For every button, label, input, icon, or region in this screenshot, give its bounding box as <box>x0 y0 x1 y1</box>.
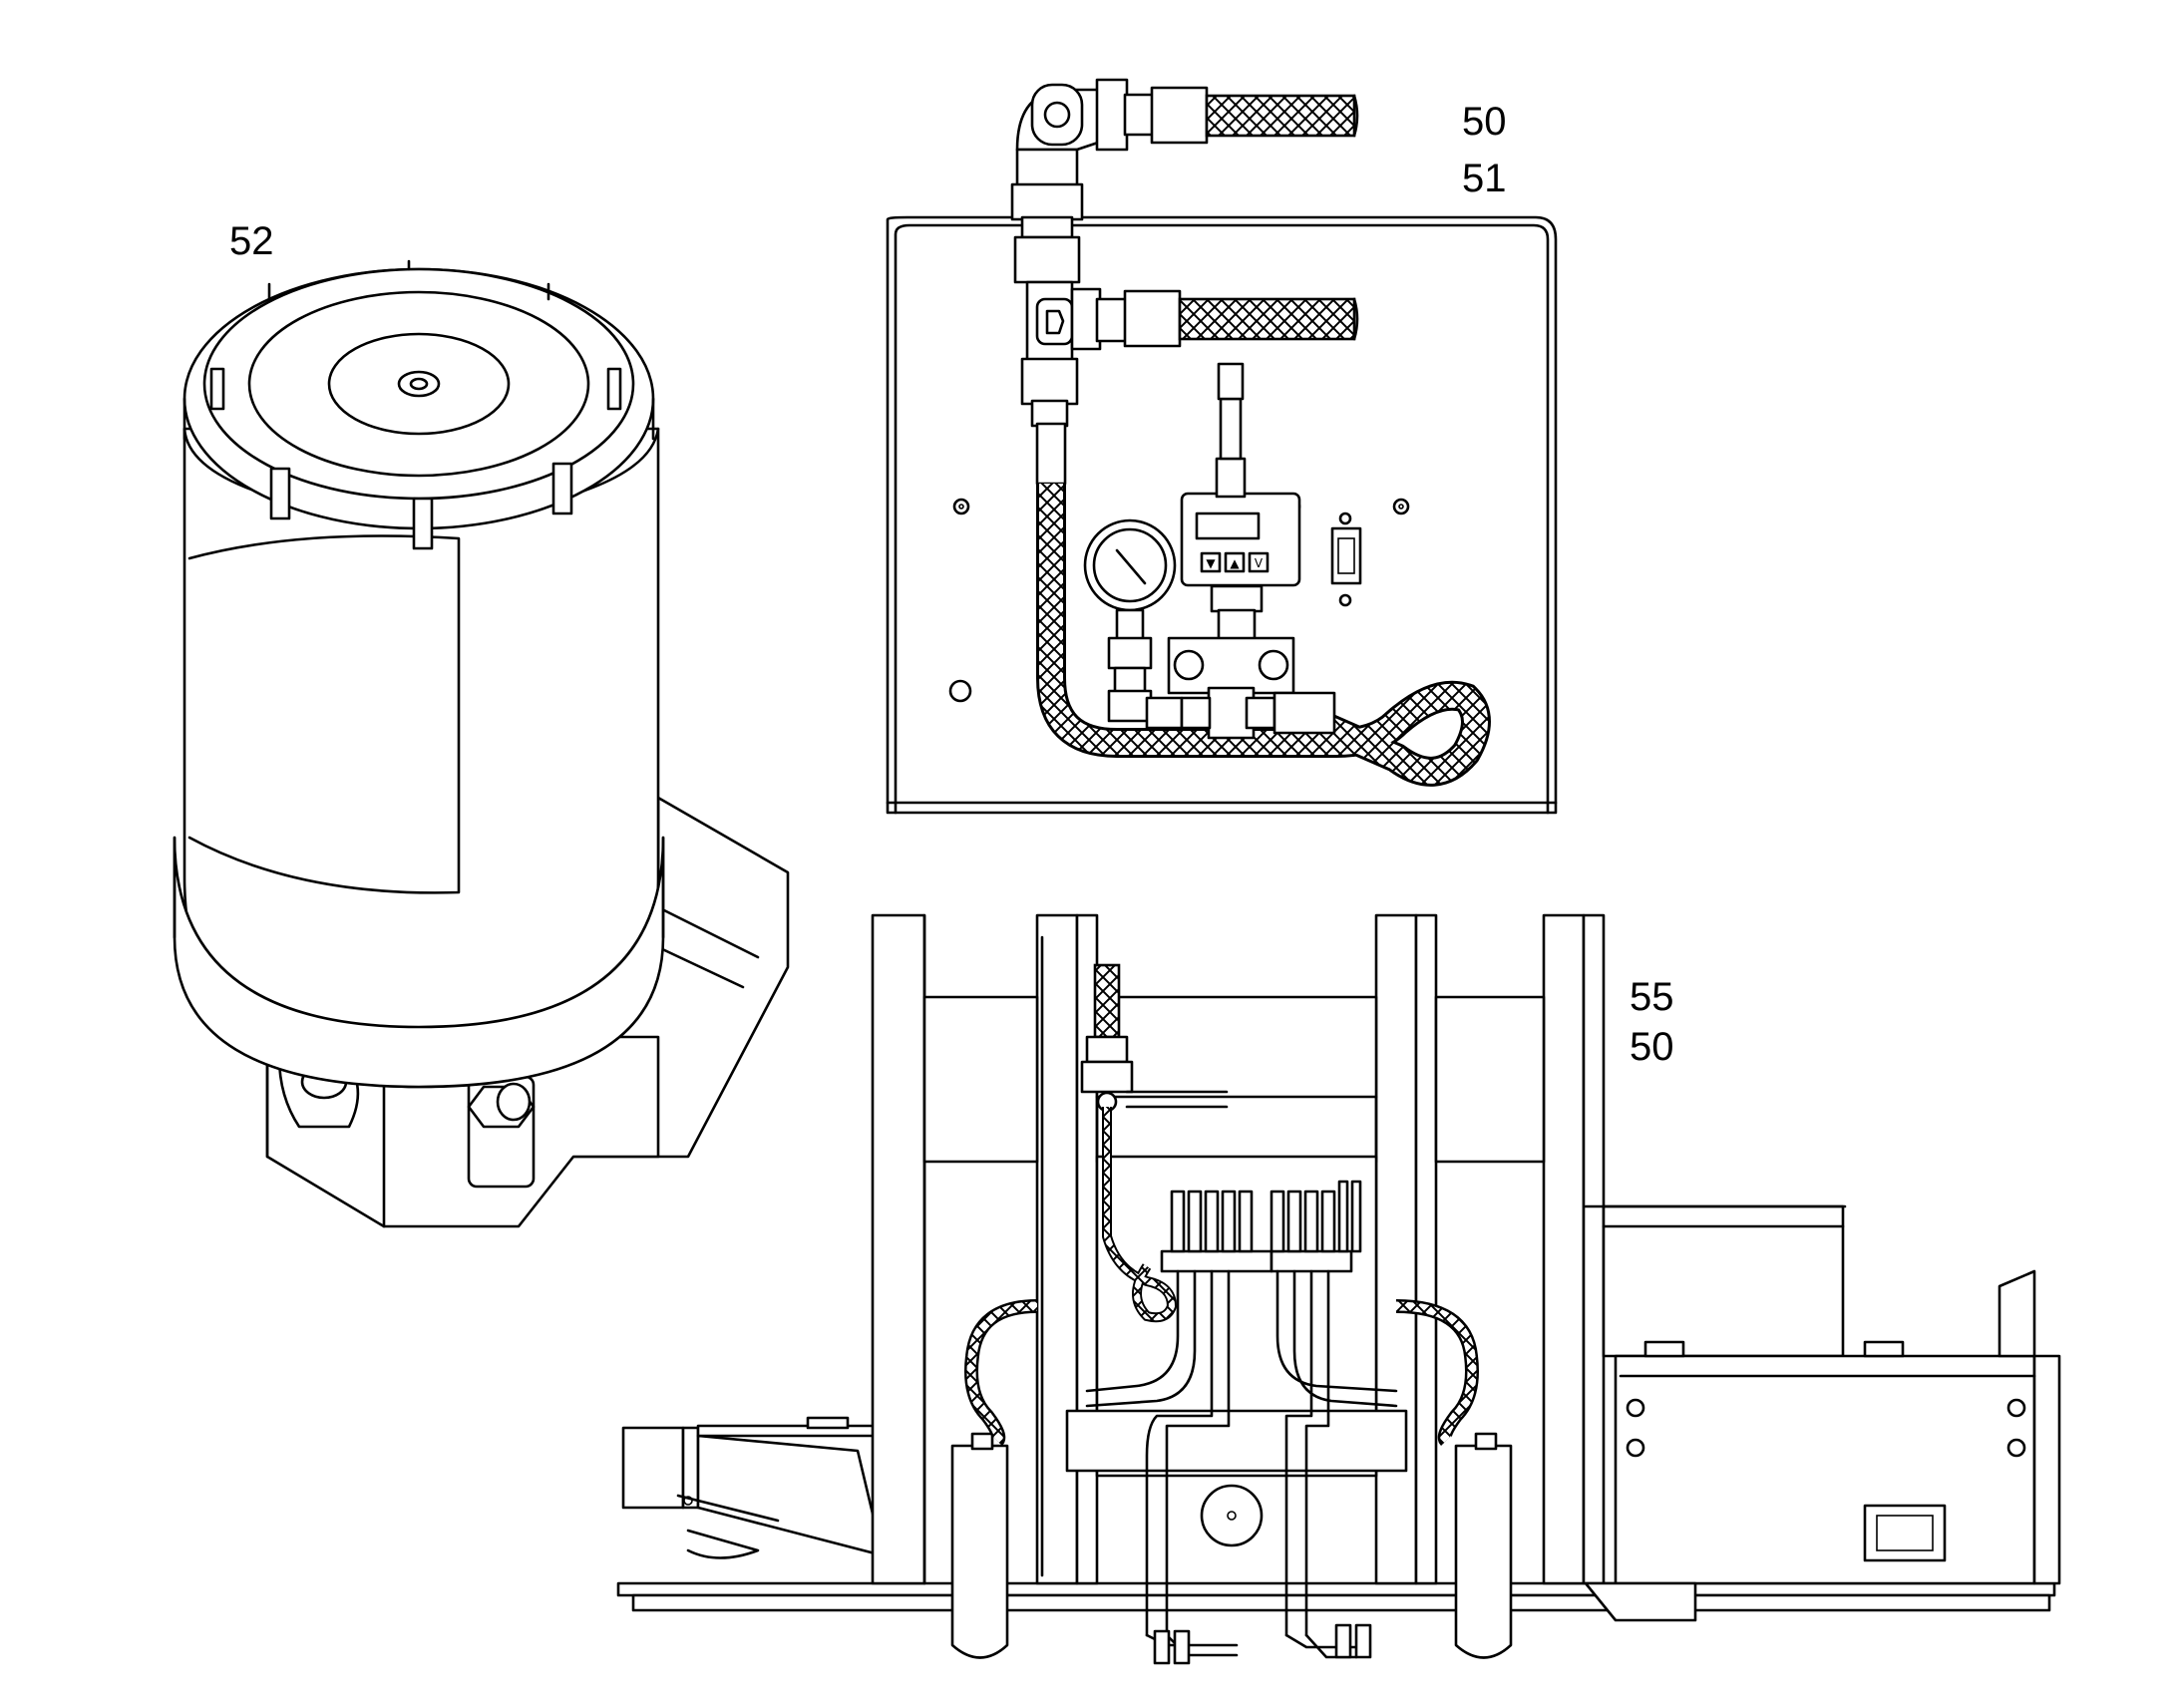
callout-panel-bottom: 51 <box>1462 157 1507 200</box>
pressure-switch-panel: ▼ ▲ V <box>886 78 1558 815</box>
gauge-button-up: ▲ <box>1230 556 1240 570</box>
gauge-button-v: V <box>1255 556 1264 570</box>
gauge-button-down: ▼ <box>1206 556 1216 570</box>
callout-frame-top: 55 <box>1630 975 1674 1019</box>
callout-pump: 52 <box>229 219 274 263</box>
callout-frame-bottom: 50 <box>1630 1025 1674 1069</box>
distributor-valves <box>1170 1180 1362 1253</box>
callout-panel-top: 50 <box>1462 100 1507 144</box>
machine-frame-assembly <box>616 913 2061 1665</box>
lubrication-pump <box>173 259 790 1228</box>
